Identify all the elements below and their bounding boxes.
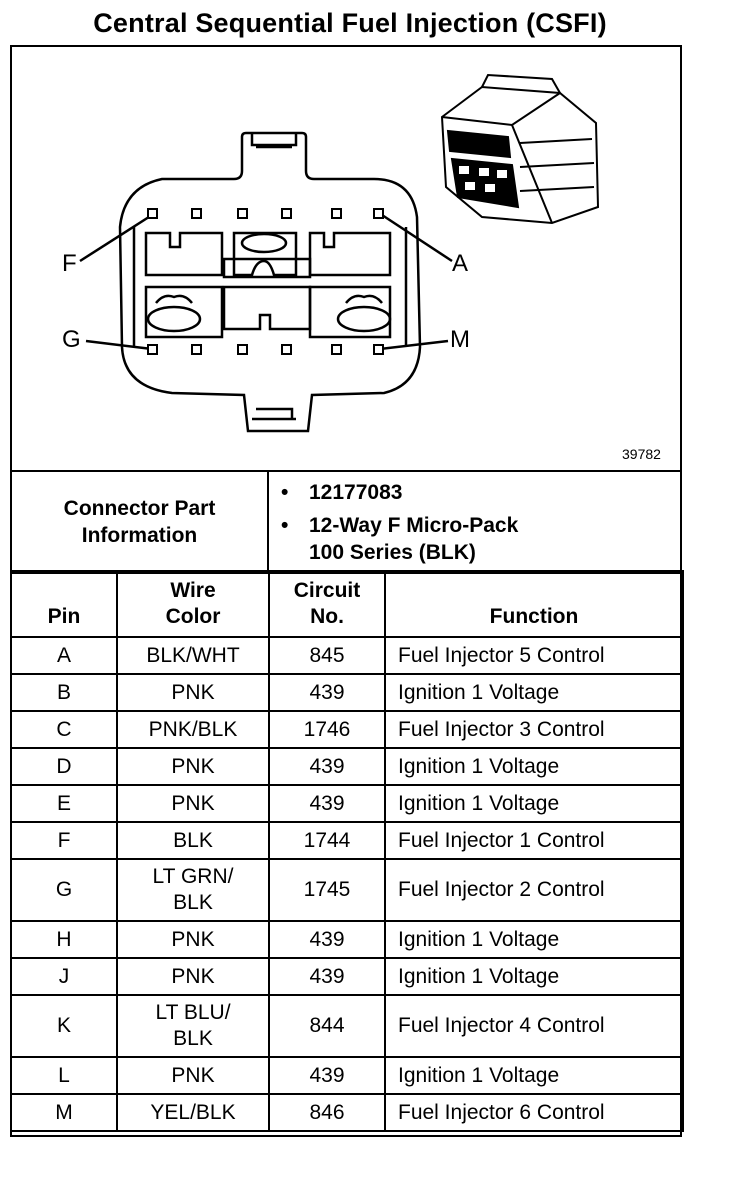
connector-3d-illustration <box>440 73 600 225</box>
function-cell: Ignition 1 Voltage <box>384 1056 684 1095</box>
pin-cell: K <box>10 994 118 1058</box>
pin-cell: H <box>10 920 118 959</box>
pin-cell: J <box>10 957 118 996</box>
function-cell: Fuel Injector 2 Control <box>384 858 684 922</box>
header-function: Function <box>384 570 684 638</box>
wire-color-cell: YEL/BLK <box>116 1093 270 1132</box>
cavity-top-left <box>144 231 224 277</box>
connector-info-label: Connector Part Information <box>63 497 216 547</box>
connector-info-table: Connector Part Information • 12177083 • 12… <box>10 470 682 574</box>
callout-g: G <box>62 326 81 353</box>
bullet: • <box>281 513 289 537</box>
wire-color-cell: BLK/WHT <box>116 636 270 675</box>
wire-color-cell: PNK <box>116 1056 270 1095</box>
wire-color-cell: PNK <box>116 920 270 959</box>
pin-cell: B <box>10 673 118 712</box>
circuit-cell: 844 <box>268 994 386 1058</box>
function-cell: Ignition 1 Voltage <box>384 673 684 712</box>
function-cell: Ignition 1 Voltage <box>384 957 684 996</box>
bullet: • <box>281 480 289 504</box>
circuit-cell: 439 <box>268 1056 386 1095</box>
pin-cell: L <box>10 1056 118 1095</box>
circuit-cell: 439 <box>268 920 386 959</box>
callout-m: M <box>450 326 470 353</box>
pin-cell: D <box>10 747 118 786</box>
leader-f <box>79 213 153 263</box>
table-header-row: Pin Wire Color Circuit No. Function <box>10 570 684 638</box>
function-cell: Fuel Injector 6 Control <box>384 1093 684 1132</box>
pin-cell: E <box>10 784 118 823</box>
wire-color-cell: PNK <box>116 784 270 823</box>
connector-series: 100 Series (BLK) <box>309 540 476 564</box>
circuit-cell: 846 <box>268 1093 386 1132</box>
connector-diagram: F A G M <box>62 73 600 433</box>
connector-info-label-cell: Connector Part Information <box>10 470 269 574</box>
wire-color-cell: PNK <box>116 673 270 712</box>
connector-info-details-cell: • 12177083 • 12-Way F Micro-Pack 100 Serie… <box>267 470 682 574</box>
header-circuit: Circuit No. <box>268 570 386 638</box>
wire-color-cell: BLK <box>116 821 270 860</box>
function-cell: Ignition 1 Voltage <box>384 784 684 823</box>
wire-color-cell: PNK <box>116 747 270 786</box>
pin-cell: C <box>10 710 118 749</box>
function-cell: Fuel Injector 3 Control <box>384 710 684 749</box>
cavity-top-right <box>308 231 392 277</box>
circuit-cell: 1745 <box>268 858 386 922</box>
circuit-cell: 439 <box>268 784 386 823</box>
leader-a <box>381 213 453 263</box>
function-cell: Fuel Injector 5 Control <box>384 636 684 675</box>
circuit-cell: 439 <box>268 957 386 996</box>
pin-row-top <box>147 208 384 219</box>
circuit-cell: 1744 <box>268 821 386 860</box>
pin-cell: M <box>10 1093 118 1132</box>
cavity-center-bottom <box>222 285 312 331</box>
connector-part-number: 12177083 <box>309 480 403 504</box>
leader-m <box>379 339 449 351</box>
wire-color-cell: PNK/BLK <box>116 710 270 749</box>
cavity-bottom-left <box>144 285 224 339</box>
pin-cell: F <box>10 821 118 860</box>
pin-cell: G <box>10 858 118 922</box>
circuit-cell: 439 <box>268 747 386 786</box>
connector-face-outline <box>118 131 422 433</box>
callout-a: A <box>452 250 468 277</box>
pin-row-bottom <box>147 344 384 355</box>
function-cell: Ignition 1 Voltage <box>384 920 684 959</box>
circuit-cell: 439 <box>268 673 386 712</box>
connector-type: 12-Way F Micro-Pack <box>309 513 519 537</box>
wire-color-cell: PNK <box>116 957 270 996</box>
pin-cell: A <box>10 636 118 675</box>
wire-color-cell: LT GRN/ BLK <box>116 858 270 922</box>
function-cell: Fuel Injector 4 Control <box>384 994 684 1058</box>
function-cell: Ignition 1 Voltage <box>384 747 684 786</box>
function-cell: Fuel Injector 1 Control <box>384 821 684 860</box>
page-title: Central Sequential Fuel Injection (CSFI) <box>93 8 607 38</box>
callout-f: F <box>62 250 77 277</box>
circuit-cell: 1746 <box>268 710 386 749</box>
leader-g <box>85 339 153 351</box>
figure-number: 39782 <box>622 446 661 462</box>
circuit-cell: 845 <box>268 636 386 675</box>
wire-color-cell: LT BLU/ BLK <box>116 994 270 1058</box>
header-wire-color: Wire Color <box>116 570 270 638</box>
header-pin: Pin <box>10 570 118 638</box>
connector-info-bullets: • 12177083 • 12-Way F Micro-Pack 100 Serie… <box>269 479 680 566</box>
cavity-center-top <box>232 231 298 277</box>
